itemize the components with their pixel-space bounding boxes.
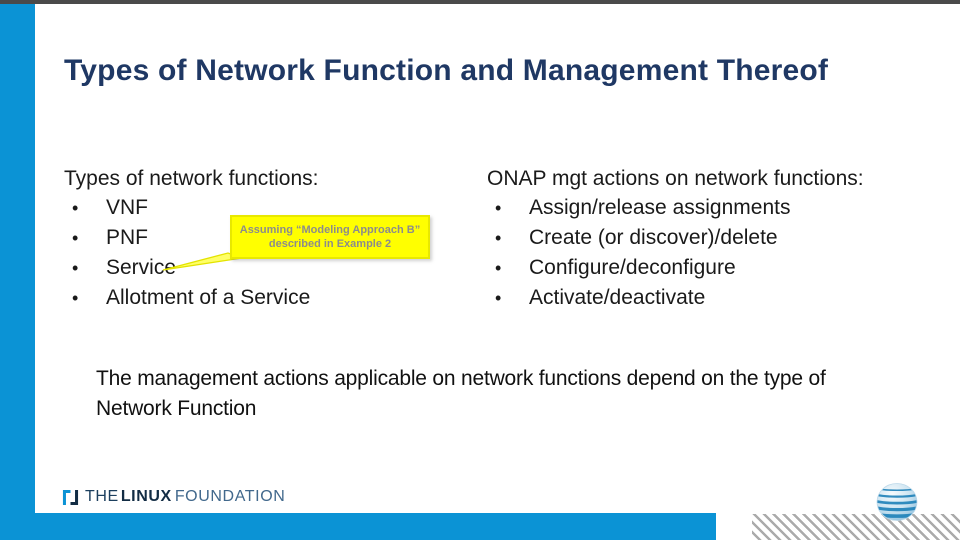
right-bullet-list: • Assign/release assignments • Create (o… (487, 193, 927, 313)
list-item: • Allotment of a Service (64, 283, 474, 313)
list-item: • PNF (64, 223, 474, 253)
bullet-icon: • (72, 258, 79, 278)
right-column-heading: ONAP mgt actions on network functions: (487, 167, 864, 190)
list-item-label: Activate/deactivate (529, 286, 706, 309)
list-item: • Assign/release assignments (487, 193, 927, 223)
bullet-icon: • (72, 288, 79, 308)
bullet-icon: • (72, 198, 79, 218)
top-edge-strip (0, 0, 960, 4)
left-accent-bar (0, 0, 35, 540)
summary-statement: The management actions applicable on net… (96, 367, 826, 420)
left-column-heading: Types of network functions: (64, 167, 319, 190)
linux-foundation-icon (62, 489, 79, 505)
logo-text-the: THE (85, 488, 119, 505)
bullet-icon: • (495, 288, 502, 308)
bullet-icon: • (72, 228, 79, 248)
list-item-label: Configure/deconfigure (529, 256, 736, 279)
logo-text-linux: LINUX (120, 488, 172, 505)
list-item-label: Assign/release assignments (529, 196, 791, 219)
list-item-label: Create (or discover)/delete (529, 226, 778, 249)
list-item: • Create (or discover)/delete (487, 223, 927, 253)
list-item: • Activate/deactivate (487, 283, 927, 313)
list-item: • VNF (64, 193, 474, 223)
list-item-label: PNF (106, 226, 148, 249)
callout-note: Assuming “Modeling Approach B” described… (230, 215, 430, 259)
list-item-label: Allotment of a Service (106, 286, 311, 309)
list-item: • Configure/deconfigure (487, 253, 927, 283)
diagonal-stripes-pattern (752, 514, 960, 540)
linux-foundation-logo: THE LINUX FOUNDATION (62, 486, 285, 508)
network-functions-column: Types of network functions: • VNF • PNF … (64, 164, 474, 313)
left-bullet-list: • VNF • PNF • Service • Allotment of a S… (64, 193, 474, 313)
bullet-icon: • (495, 258, 502, 278)
onap-actions-column: ONAP mgt actions on network functions: •… (487, 164, 927, 313)
list-item-label: VNF (106, 196, 148, 219)
logo-text-foundation: FOUNDATION (174, 488, 286, 505)
page-title: Types of Network Function and Management… (64, 54, 829, 87)
list-item-label: Service (106, 256, 177, 279)
list-item: • Service (64, 253, 474, 283)
bottom-accent-bar (0, 513, 716, 540)
bullet-icon: • (495, 198, 502, 218)
att-globe-icon (876, 483, 918, 521)
bullet-icon: • (495, 228, 502, 248)
